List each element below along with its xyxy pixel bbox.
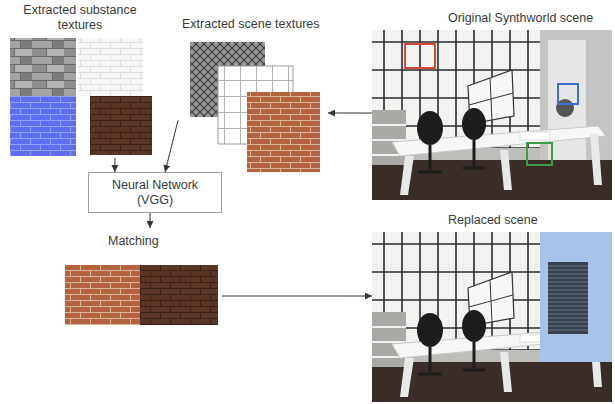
heading-label: Original Synthworld scene — [448, 11, 593, 26]
box-label: Neural Network (VGG) — [100, 178, 210, 208]
flow-arrow — [150, 213, 151, 228]
texture-group: Extracted substance textures — [5, 3, 155, 158]
brown-brick-texture — [140, 265, 218, 325]
replaced-scene-photo — [372, 232, 612, 402]
flow-arrow — [222, 296, 372, 297]
scene-photo: Replaced scene — [372, 210, 612, 402]
matched-textures — [65, 265, 218, 325]
highlight-box — [405, 44, 435, 68]
white-brick-texture — [78, 38, 143, 96]
substance-textures — [10, 38, 152, 156]
texture-group: Extracted scene textures — [178, 14, 328, 175]
heading-label: Replaced scene — [448, 213, 538, 228]
red-brick-texture — [65, 265, 140, 325]
heading-label: Extracted substance textures — [10, 3, 150, 33]
flow-arrow — [114, 158, 115, 172]
process-box: Neural Network (VGG) — [88, 172, 222, 213]
flow-arrow — [328, 113, 372, 114]
scene-photo: Original Synthworld scene — [372, 8, 612, 200]
highlight-box — [558, 84, 578, 104]
stone-texture — [10, 38, 76, 96]
matching-group: Matching — [62, 228, 222, 328]
replaced-wall — [540, 232, 612, 362]
office-scene-photo — [372, 30, 612, 200]
highlight-box — [527, 143, 552, 165]
original-scene-marks — [405, 44, 578, 165]
blue-brick-texture — [10, 96, 76, 156]
red-brick-texture — [247, 92, 320, 172]
scene-textures — [190, 42, 320, 172]
brown-brick-texture — [90, 96, 152, 155]
flow-arrow — [165, 120, 178, 172]
heading-label: Extracted scene textures — [182, 17, 320, 32]
heading-label: Matching — [108, 234, 159, 249]
